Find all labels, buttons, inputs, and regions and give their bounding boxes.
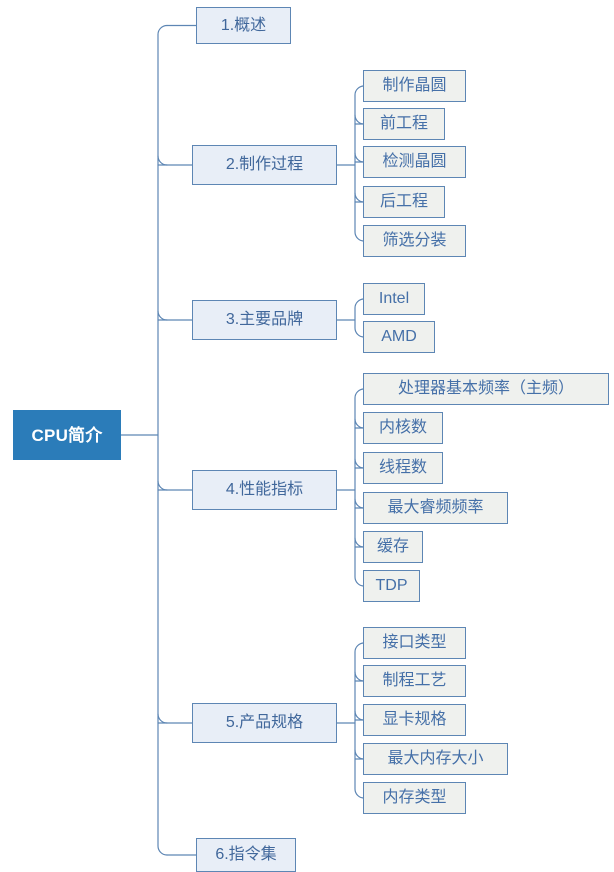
connector-line (157, 310, 168, 321)
leaf-node-2-3[interactable]: 检测晶圆 (363, 146, 466, 178)
leaf-node-4-3[interactable]: 线程数 (363, 452, 443, 484)
connector-line (354, 85, 365, 242)
branch-node-5[interactable]: 5.产品规格 (192, 703, 337, 743)
leaf-node-4-5[interactable]: 缓存 (363, 531, 423, 563)
leaf-node-5-2[interactable]: 制程工艺 (363, 665, 466, 697)
root-node-cpu[interactable]: CPU简介 (13, 410, 121, 460)
connector-line (354, 298, 365, 338)
branch-node-1[interactable]: 1.概述 (196, 7, 291, 44)
leaf-node-3-2[interactable]: AMD (363, 321, 435, 353)
leaf-node-4-1[interactable]: 处理器基本频率（主频） (363, 373, 609, 405)
leaf-node-4-2[interactable]: 内核数 (363, 412, 443, 444)
leaf-node-2-4[interactable]: 后工程 (363, 186, 445, 218)
leaf-node-5-3[interactable]: 显卡规格 (363, 704, 466, 736)
connector-line (157, 713, 168, 724)
connector-line (354, 388, 365, 587)
leaf-node-3-1[interactable]: Intel (363, 283, 425, 315)
leaf-node-4-4[interactable]: 最大睿频频率 (363, 492, 508, 524)
connector-line (157, 24, 168, 856)
connector-line (157, 480, 168, 491)
leaf-node-5-5[interactable]: 内存类型 (363, 782, 466, 814)
branch-node-2[interactable]: 2.制作过程 (192, 145, 337, 185)
leaf-node-2-5[interactable]: 筛选分装 (363, 225, 466, 257)
branch-node-4[interactable]: 4.性能指标 (192, 470, 337, 510)
branch-node-3[interactable]: 3.主要品牌 (192, 300, 337, 340)
leaf-node-5-4[interactable]: 最大内存大小 (363, 743, 508, 775)
leaf-node-2-2[interactable]: 前工程 (363, 108, 445, 140)
branch-node-6[interactable]: 6.指令集 (196, 838, 296, 872)
connector-line (157, 155, 168, 166)
leaf-node-4-6[interactable]: TDP (363, 570, 420, 602)
leaf-node-2-1[interactable]: 制作晶圆 (363, 70, 466, 102)
leaf-node-5-1[interactable]: 接口类型 (363, 627, 466, 659)
